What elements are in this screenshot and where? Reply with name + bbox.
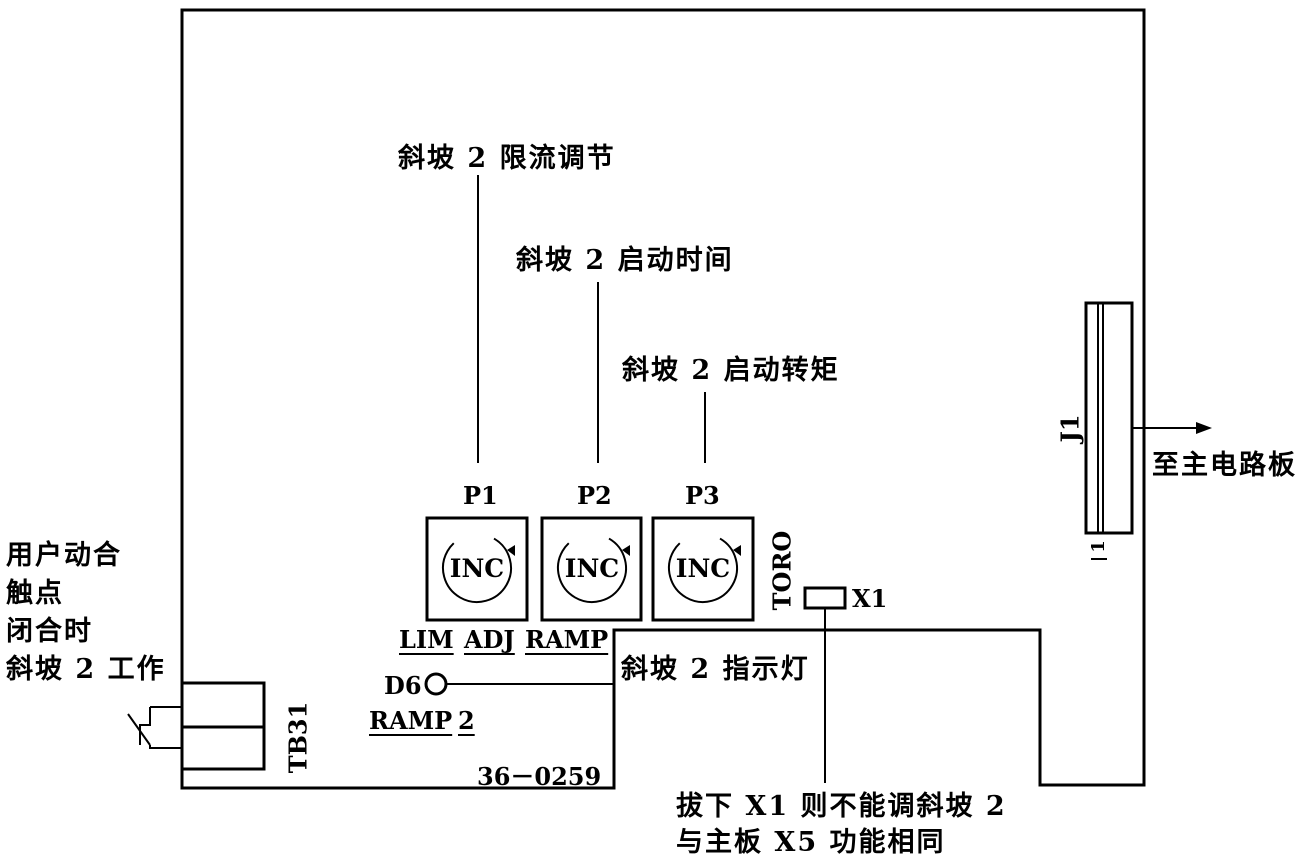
p2-name: P2 (577, 481, 612, 510)
p3-callout: 斜坡 2 启动转矩 (622, 355, 840, 386)
j1-arrow (1196, 422, 1212, 434)
adj-label: ADJ (464, 625, 515, 654)
tb31-block-top (180, 681, 266, 729)
p1-knob (442, 533, 512, 603)
p2-box (540, 516, 643, 622)
tb31-block-bottom (180, 725, 266, 771)
x1-note-line1: 拔下 X1 则不能调斜坡 2 (676, 791, 1007, 822)
x1-connector (803, 586, 847, 610)
user-contact-line1: 用户动合 (6, 540, 122, 571)
x1-label: X1 (852, 584, 888, 613)
ramp2-label-a: RAMP (369, 706, 453, 735)
p2-knob (557, 533, 627, 603)
toro-label: TORO (767, 530, 797, 611)
x1-note-line2: 与主板 X5 功能相同 (676, 827, 946, 858)
p2-callout: 斜坡 2 启动时间 (516, 245, 734, 276)
lim-label: LIM (399, 625, 454, 654)
user-contact-line3: 闭合时 (6, 616, 93, 647)
p3-knob-label: INC (675, 554, 731, 583)
j1-connector (1084, 301, 1134, 535)
p3-arrow-icon (733, 545, 741, 556)
p3-knob (668, 533, 738, 603)
p3-box (651, 516, 755, 622)
p1-callout: 斜坡 2 限流调节 (398, 143, 616, 174)
part-number: 36－0259 (477, 762, 602, 791)
j1-label: J1 (1055, 414, 1085, 443)
user-contact-line4: 斜坡 2 工作 (6, 654, 166, 685)
j1-pin-label: 1 (1087, 540, 1109, 553)
user-contact-line2: 触点 (6, 578, 64, 609)
board-outline (180, 8, 1146, 790)
p3-name: P3 (685, 481, 720, 510)
d6-label: D6 (384, 671, 422, 700)
to-main-board-label: 至主电路板 (1152, 450, 1297, 481)
ramp2-label-b: 2 (458, 706, 475, 735)
p1-arrow-icon (507, 545, 515, 556)
p1-box (425, 516, 529, 622)
tb31-label: TB31 (283, 701, 313, 774)
d6-led (424, 672, 448, 696)
ramp-label: RAMP (525, 625, 609, 654)
p1-name: P1 (463, 481, 498, 510)
user-contact-switch (139, 707, 151, 745)
p1-knob-label: INC (449, 554, 505, 583)
indicator-callout: 斜坡 2 指示灯 (621, 654, 810, 685)
p2-knob-label: INC (564, 554, 620, 583)
p2-arrow-icon (622, 545, 630, 556)
